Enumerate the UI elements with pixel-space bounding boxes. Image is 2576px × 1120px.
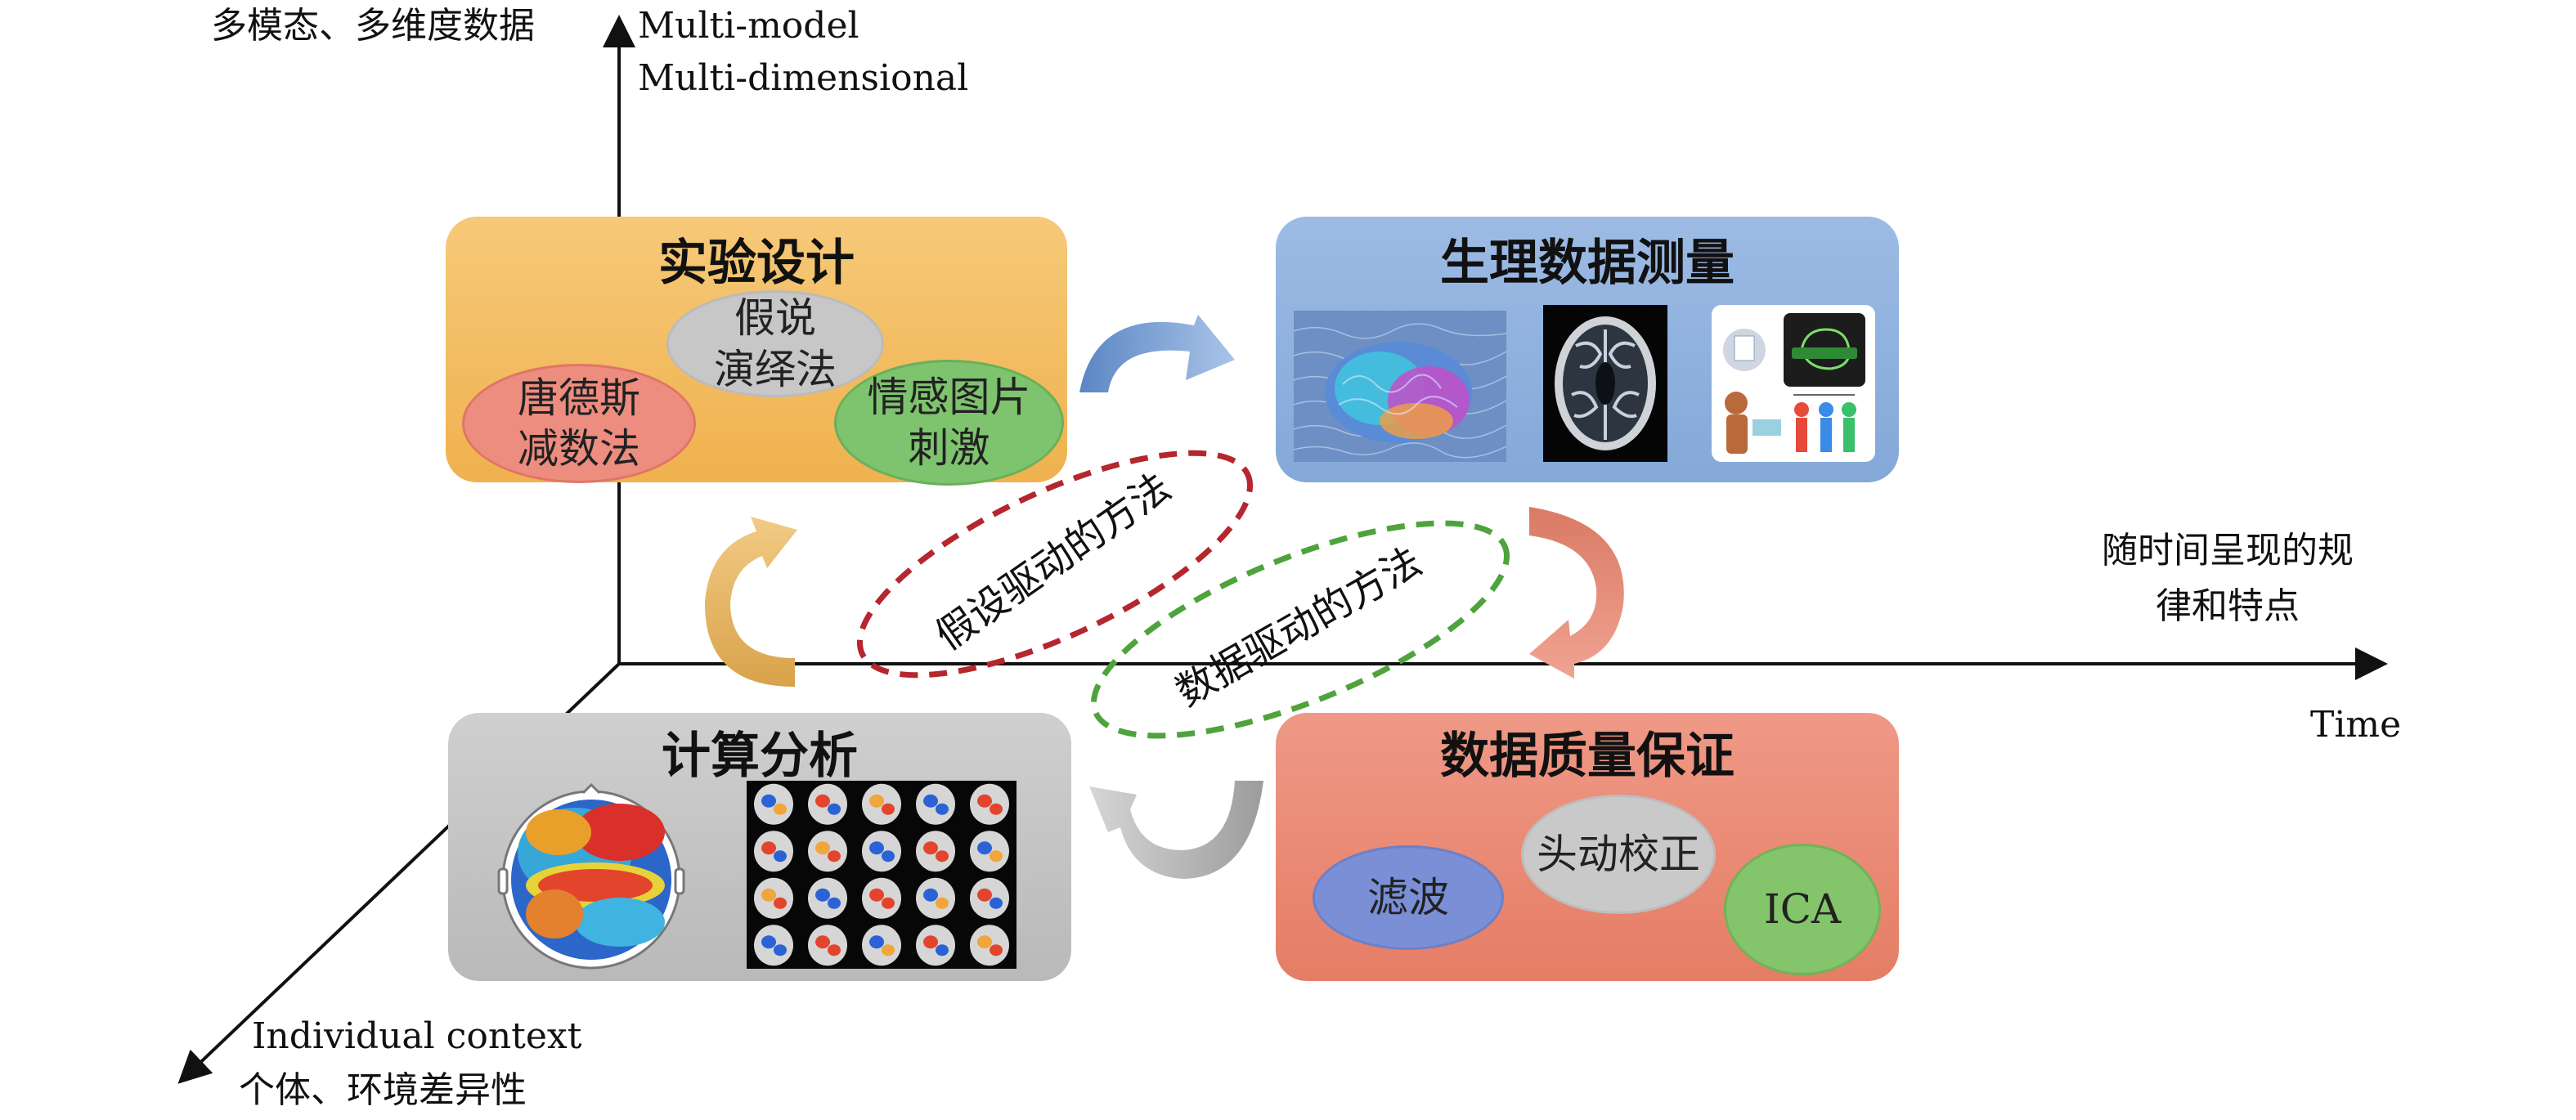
filter-label: 滤波 [1367, 873, 1449, 921]
fmri-slice [916, 783, 955, 825]
physiological-measurement-box: 生理数据测量 [1276, 217, 1899, 482]
eeg-topography-map-image [497, 783, 685, 970]
data-quality-title: 数据质量保证 [1440, 728, 1735, 785]
arrow-measure-to-quality [1529, 507, 1624, 679]
fmri-slice [862, 925, 901, 966]
fmri-slice [862, 783, 901, 825]
z-axis-label-cn: 个体、环境差异性 [239, 1069, 527, 1111]
x-axis-label-cn-2: 律和特点 [2156, 585, 2300, 628]
fmri-slice [862, 831, 901, 872]
y-axis-label-cn: 多模态、多维度数据 [211, 5, 535, 47]
eeg-brain-image [1294, 311, 1506, 462]
head-motion-correction-ellipse: 头动校正 [1521, 795, 1716, 914]
arrow-design-to-measure [1079, 315, 1235, 392]
hypothesis-line1: 假说 [734, 294, 816, 342]
brain-computer-interface-image [1712, 305, 1875, 462]
fmri-slice [754, 783, 793, 825]
fmri-slice [916, 877, 955, 919]
donders-line1: 唐德斯 [518, 374, 640, 422]
y-axis-label-en: Multi-model Multi-dimensional [638, 0, 968, 105]
y-axis-label-en-1: Multi-model [638, 5, 859, 47]
fmri-slice [970, 925, 1009, 966]
computational-analysis-box: 计算分析 [448, 713, 1071, 981]
emotional-line1: 情感图片 [867, 373, 1031, 421]
donders-subtraction-ellipse: 唐德斯减数法 [462, 364, 696, 483]
computational-analysis-title: 计算分析 [662, 728, 858, 785]
ica-label: ICA [1763, 885, 1842, 934]
hypothesis-deduction-ellipse: 假说演绎法 [666, 290, 884, 397]
data-quality-box: 数据质量保证 滤波 头动校正 ICA [1276, 713, 1899, 981]
fmri-slice [754, 831, 793, 872]
fmri-slice [916, 925, 955, 966]
y-axis-label-en-2: Multi-dimensional [638, 56, 969, 99]
arrow-quality-to-compute [1089, 781, 1263, 879]
physiological-measurement-title: 生理数据测量 [1440, 235, 1735, 292]
mri-brain-image [1543, 305, 1667, 462]
fmri-slice [970, 877, 1009, 919]
data-driven-ellipse [1090, 520, 1510, 739]
data-driven-label: 数据驱动的方法 [1169, 539, 1429, 716]
hypothesis-line2: 演绎法 [714, 345, 837, 393]
hypothesis-driven-ellipse [856, 450, 1254, 679]
fmri-slice [970, 831, 1009, 872]
head-motion-label: 头动校正 [1537, 830, 1700, 878]
x-axis-label-cn: 随时间呈现的规 律和特点 [2102, 523, 2354, 634]
ica-ellipse: ICA [1724, 844, 1881, 975]
filter-ellipse: 滤波 [1313, 845, 1504, 950]
emotional-picture-ellipse: 情感图片刺激 [834, 360, 1064, 486]
experiment-design-title: 实验设计 [658, 235, 855, 292]
x-axis-label-cn-1: 随时间呈现的规 [2102, 530, 2354, 571]
x-axis-label-en: Time [2310, 704, 2402, 746]
fmri-slice [862, 877, 901, 919]
fmri-slice [808, 783, 847, 825]
experiment-design-box: 实验设计 假说演绎法 唐德斯减数法 情感图片刺激 [446, 217, 1067, 486]
hypothesis-driven-label: 假设驱动的方法 [927, 464, 1178, 660]
fmri-slice [808, 831, 847, 872]
donders-line2: 减数法 [518, 425, 640, 473]
fmri-slices-image [747, 781, 1016, 969]
arrow-compute-to-design [704, 517, 797, 687]
fmri-slice [754, 925, 793, 966]
fmri-slice [970, 783, 1009, 825]
fmri-slice [808, 877, 847, 919]
z-axis-label-en: Individual context [252, 1015, 582, 1057]
fmri-slice [808, 925, 847, 966]
fmri-slice [916, 831, 955, 872]
emotional-line2: 刺激 [908, 424, 990, 472]
fmri-slice [754, 877, 793, 919]
